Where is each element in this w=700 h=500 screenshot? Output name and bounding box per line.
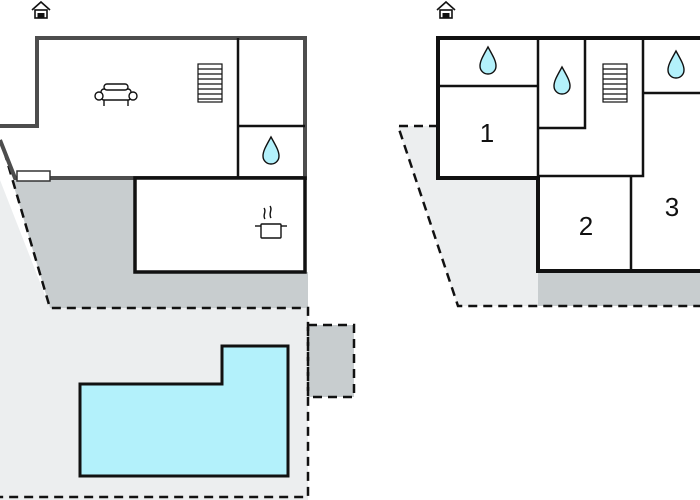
stairs-icon: [197, 63, 223, 103]
water-drop-icon: [553, 65, 571, 95]
terrace-area: [12, 180, 308, 308]
water-drop-icon: [667, 49, 685, 79]
outdoor-pad: [306, 323, 356, 399]
swimming-pool: [78, 344, 290, 478]
interior-wall: [538, 38, 587, 130]
stairs-icon: [602, 63, 628, 103]
room-label: 1: [480, 118, 494, 148]
garden-outline: [0, 136, 310, 499]
lower-terrace: [538, 271, 700, 306]
house-entrance-icon: [31, 0, 51, 19]
upper-floor-plan: 1 2 3: [396, 0, 700, 308]
upper-floor-outer-wall: [436, 36, 700, 273]
ground-floor-outer-wall: [0, 36, 307, 180]
cooking-pot-icon: [255, 205, 287, 239]
room-label: 3: [665, 192, 679, 222]
entrance-door: [16, 170, 51, 182]
balcony-outline: [396, 124, 700, 308]
ground-floor-plan: [0, 0, 356, 500]
room-label: 2: [579, 211, 593, 241]
house-entrance-icon: [436, 0, 456, 19]
water-drop-icon: [262, 135, 280, 165]
water-drop-icon: [479, 45, 497, 75]
balcony-area: [398, 126, 538, 306]
sofa-icon: [94, 83, 138, 106]
interior-wall: [538, 38, 645, 178]
